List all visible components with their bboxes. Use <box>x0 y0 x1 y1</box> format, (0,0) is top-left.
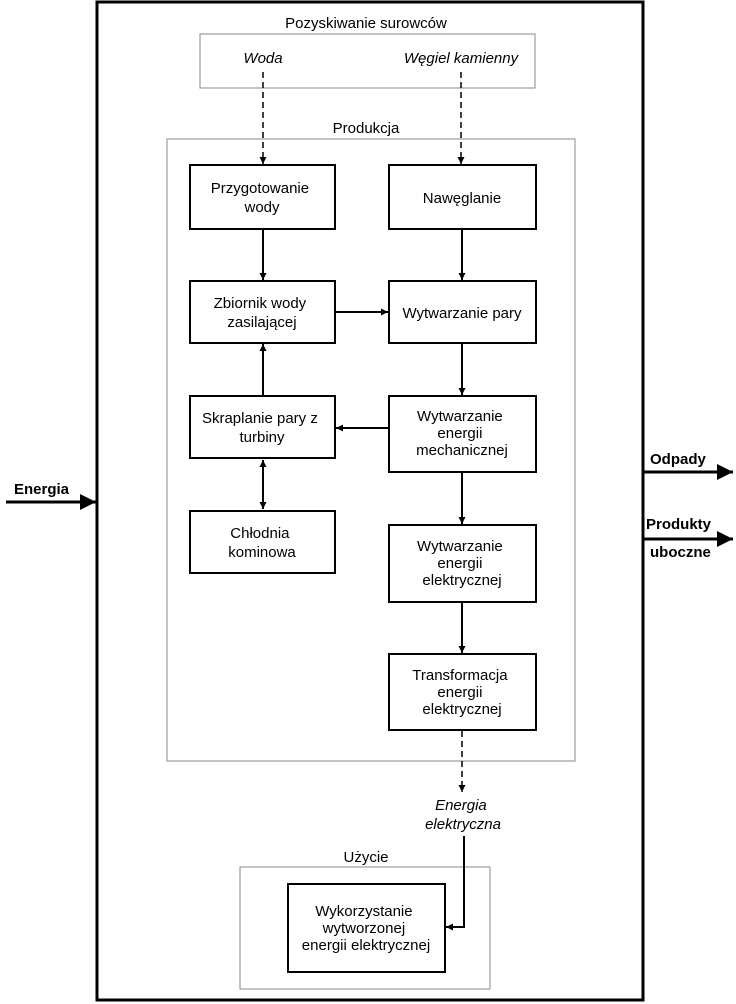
waste-out-label: Odpady <box>650 451 706 468</box>
group-title-acquisition: Pozyskiwanie surowców <box>285 15 447 32</box>
group-title-production: Produkcja <box>333 120 400 137</box>
group-acquisition <box>199 33 536 89</box>
input-water: Woda <box>243 50 282 67</box>
box-elec-energy <box>388 524 537 603</box>
box-coal-feed <box>388 164 537 230</box>
group-production <box>166 138 576 762</box>
box-coal-feed-label: Nawęglanie <box>423 190 501 207</box>
arrow-output-to-usage <box>446 836 465 931</box>
input-coal: Węgiel kamienny <box>404 50 520 67</box>
output-electric-energy: Energia elektryczna <box>425 797 501 833</box>
energy-in-label: Energia <box>14 481 70 498</box>
byproducts-out-label-1: Produkty <box>646 516 712 533</box>
box-steam-gen <box>388 280 537 344</box>
system-boundary <box>95 0 645 1002</box>
byproducts-out-label-2: uboczne <box>650 544 711 561</box>
box-condensation <box>189 395 336 459</box>
box-feedwater-tank-label: Zbiornik wody zasilającej <box>214 295 311 331</box>
box-mech-energy <box>388 395 537 473</box>
box-water-prep <box>189 164 336 230</box>
box-transformation-label: Transformacja energii elektrycznej <box>412 667 511 718</box>
box-cooling-tower-label: Chłodnia kominowa <box>228 525 296 561</box>
box-condensation-label: Skraplanie pary z turbiny <box>202 410 322 446</box>
box-cooling-tower <box>189 510 336 574</box>
box-usage-label: Wykorzystanie wytworzonej energii elektr… <box>302 903 430 954</box>
box-feedwater-tank <box>189 280 336 344</box>
box-steam-gen-label: Wytwarzanie pary <box>402 305 522 322</box>
box-water-prep-label: Przygotowanie wody <box>211 180 314 216</box>
group-title-use: Użycie <box>343 849 388 866</box>
group-use <box>239 866 491 990</box>
box-mech-energy-label: Wytwarzanie energii mechanicznej <box>416 408 508 459</box>
box-elec-energy-label: Wytwarzanie energii elektrycznej <box>417 538 507 589</box>
box-transformation <box>388 653 537 731</box>
box-usage <box>287 883 446 973</box>
